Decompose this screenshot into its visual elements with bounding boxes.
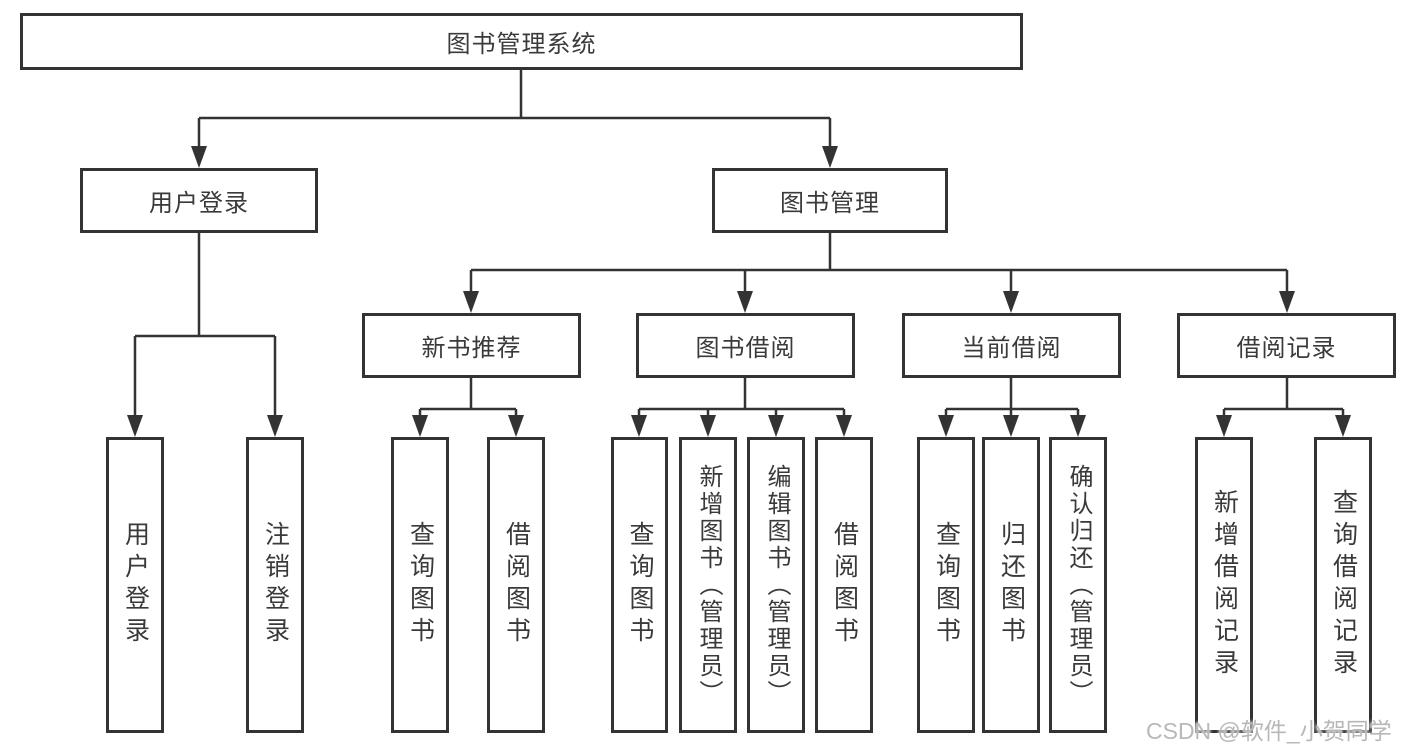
leaf-borrow-books-recommend-label: 借阅图书 bbox=[502, 521, 531, 649]
connector-root-to-level1 bbox=[197, 70, 832, 148]
arrowhead-icon bbox=[412, 415, 428, 437]
leaf-logout-login: 注销登录 bbox=[246, 437, 304, 733]
arrowhead-icon bbox=[1003, 291, 1019, 313]
leaf-query-books-current: 查询图书 bbox=[917, 437, 975, 733]
connector-borrow-records-to-leaves bbox=[1222, 378, 1345, 417]
arrowhead-icon bbox=[1216, 415, 1232, 437]
arrowhead-icon bbox=[191, 146, 207, 168]
connector-current-borrow-to-leaves bbox=[944, 378, 1080, 417]
node-library-management-system-label: 图书管理系统 bbox=[446, 31, 597, 58]
node-book-management: 图书管理 bbox=[712, 168, 948, 233]
leaf-user-login: 用户登录 bbox=[106, 437, 164, 733]
leaf-query-books-recommend-label: 查询图书 bbox=[406, 521, 435, 649]
leaf-return-books-label: 归还图书 bbox=[997, 521, 1026, 649]
arrowheads bbox=[127, 146, 1351, 437]
leaf-query-borrow-record: 查询借阅记录 bbox=[1314, 437, 1372, 733]
leaf-query-borrow-record-label: 查询借阅记录 bbox=[1329, 489, 1358, 681]
leaf-logout-login-label: 注销登录 bbox=[261, 521, 290, 649]
leaf-add-books-admin-label: 新增图书（管理员） bbox=[695, 463, 722, 707]
leaf-query-books-borrow: 查询图书 bbox=[611, 437, 668, 733]
arrowhead-icon bbox=[1335, 415, 1351, 437]
connector-user-login-to-leaves bbox=[133, 233, 277, 417]
node-current-borrow: 当前借阅 bbox=[902, 313, 1121, 378]
leaf-add-borrow-record: 新增借阅记录 bbox=[1195, 437, 1253, 733]
arrowhead-icon bbox=[463, 291, 479, 313]
node-library-management-system: 图书管理系统 bbox=[20, 13, 1023, 70]
arrowhead-icon bbox=[1279, 291, 1295, 313]
arrowhead-icon bbox=[700, 415, 716, 437]
leaf-add-books-admin: 新增图书（管理员） bbox=[679, 437, 737, 733]
arrowhead-icon bbox=[1003, 415, 1019, 437]
leaf-add-borrow-record-label: 新增借阅记录 bbox=[1210, 489, 1239, 681]
leaf-borrow-books: 借阅图书 bbox=[815, 437, 873, 733]
arrowhead-icon bbox=[737, 291, 753, 313]
arrowhead-icon bbox=[822, 146, 838, 168]
connector-book-management-to-level2 bbox=[469, 233, 1289, 293]
node-user-login: 用户登录 bbox=[80, 168, 318, 233]
leaf-edit-books-admin-label: 编辑图书（管理员） bbox=[763, 463, 790, 707]
arrowhead-icon bbox=[938, 415, 954, 437]
node-borrow-records-label: 借阅记录 bbox=[1236, 335, 1337, 362]
leaf-confirm-return-admin-label: 确认归还（管理员） bbox=[1065, 463, 1092, 707]
node-user-login-label: 用户登录 bbox=[149, 190, 249, 217]
leaf-confirm-return-admin: 确认归还（管理员） bbox=[1049, 437, 1107, 733]
node-book-borrow-label: 图书借阅 bbox=[695, 335, 796, 362]
leaf-borrow-books-label: 借阅图书 bbox=[830, 521, 859, 649]
leaf-query-books-recommend: 查询图书 bbox=[391, 437, 449, 733]
leaf-borrow-books-recommend: 借阅图书 bbox=[487, 437, 545, 733]
leaf-query-books-borrow-label: 查询图书 bbox=[626, 521, 654, 649]
connector-new-book-recommend-to-leaves bbox=[418, 378, 518, 417]
node-book-borrow: 图书借阅 bbox=[636, 313, 855, 378]
arrowhead-icon bbox=[508, 415, 524, 437]
arrowhead-icon bbox=[768, 415, 784, 437]
leaf-query-books-current-label: 查询图书 bbox=[932, 521, 961, 649]
node-book-management-label: 图书管理 bbox=[780, 190, 880, 217]
csdn-watermark: CSDN @软件_小贺同学 bbox=[1146, 718, 1392, 744]
node-new-book-recommend: 新书推荐 bbox=[362, 313, 581, 378]
node-borrow-records: 借阅记录 bbox=[1177, 313, 1396, 378]
arrowhead-icon bbox=[1070, 415, 1086, 437]
arrowhead-icon bbox=[267, 415, 283, 437]
arrowhead-icon bbox=[631, 415, 647, 437]
node-current-borrow-label: 当前借阅 bbox=[961, 335, 1062, 362]
leaf-edit-books-admin: 编辑图书（管理员） bbox=[747, 437, 805, 733]
connector-book-borrow-to-leaves bbox=[637, 378, 846, 417]
node-new-book-recommend-label: 新书推荐 bbox=[421, 335, 522, 362]
leaf-return-books: 归还图书 bbox=[982, 437, 1040, 733]
leaf-user-login-label: 用户登录 bbox=[121, 521, 150, 649]
arrowhead-icon bbox=[127, 415, 143, 437]
arrowhead-icon bbox=[836, 415, 852, 437]
